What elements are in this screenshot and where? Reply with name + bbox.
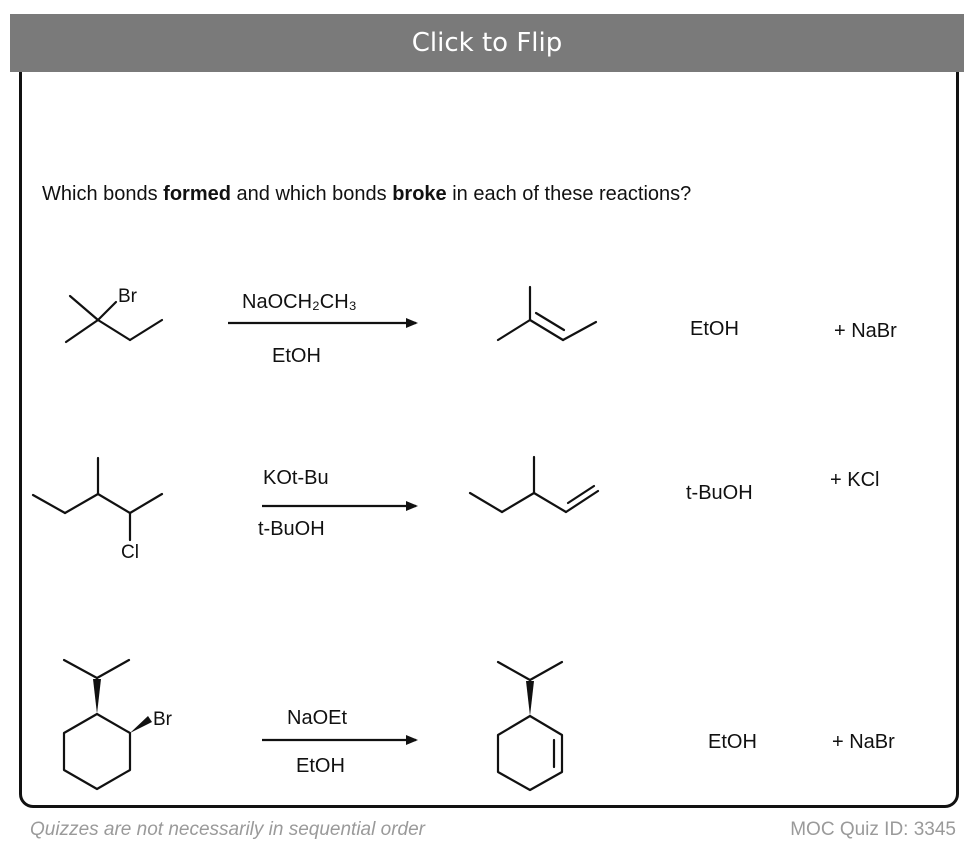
reactant-3-substituent: Br (153, 709, 173, 730)
reactant-2-substituent: Cl (121, 542, 139, 563)
reaction-2-reagent: KOt-Bu (263, 467, 329, 489)
reaction-2-byproduct-1: t-BuOH (686, 482, 753, 504)
wedge-bond-icon (93, 679, 101, 714)
question-middle: and which bonds (230, 183, 393, 205)
reaction-3-byproduct-1: EtOH (708, 731, 757, 753)
quiz-id: MOC Quiz ID: 3345 (790, 819, 956, 840)
reaction-3-solvent: EtOH (296, 755, 345, 777)
reaction-1-byproduct-1: EtOH (690, 318, 739, 340)
reactant-1-substituent: Br (118, 286, 138, 307)
question-suffix: in each of these reactions? (446, 183, 692, 205)
reaction-1-byproduct-2: + NaBr (834, 320, 897, 342)
question-text: Which bonds formed and which bonds broke… (42, 183, 691, 206)
reaction-1-reagent: NaOCH₂CH₃ (242, 291, 357, 313)
reaction-1-solvent: EtOH (272, 345, 321, 367)
footer-note: Quizzes are not necessarily in sequentia… (30, 819, 425, 840)
click-to-flip-button[interactable]: Click to Flip (10, 14, 964, 72)
reactant-1-structure (64, 294, 164, 344)
product-1-structure (496, 285, 598, 342)
reactant-2-structure (31, 456, 164, 542)
product-3-structure (496, 660, 564, 792)
question-broke: broke (392, 183, 447, 205)
wedge-bond-icon (526, 681, 534, 716)
question-prefix: Which bonds (42, 183, 164, 205)
reaction-3-reagent: NaOEt (287, 707, 347, 729)
wedge-bond-icon (130, 716, 152, 733)
flashcard[interactable] (19, 22, 959, 808)
reaction-3-byproduct-2: + NaBr (832, 731, 895, 753)
reaction-2-byproduct-2: + KCl (830, 469, 879, 491)
question-formed: formed (163, 183, 231, 205)
product-2-structure (468, 455, 600, 514)
reaction-2-solvent: t-BuOH (258, 518, 325, 540)
